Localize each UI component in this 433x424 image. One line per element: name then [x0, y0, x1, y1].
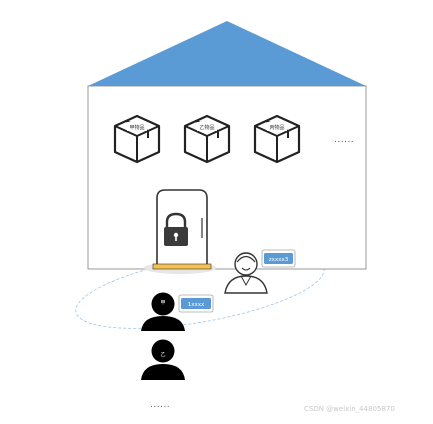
person-jia: 甲 1xxxx: [141, 292, 214, 331]
box-item: 丙物品: [253, 114, 301, 164]
person-yi: 乙: [141, 339, 185, 380]
lock-icon: [164, 212, 188, 246]
box-label: 丙物品: [269, 124, 284, 131]
person-icon: 甲: [141, 292, 185, 331]
person-tag-text: 1xxxx: [188, 302, 205, 308]
service-person: zxxxx3: [224, 249, 296, 294]
service-tag-text: zxxxx3: [269, 257, 289, 263]
box-item: 甲物品: [113, 114, 161, 164]
person-mark: 乙: [160, 351, 165, 358]
service-person-icon: [224, 252, 268, 294]
box-item: 乙物品: [183, 114, 231, 164]
source-credit: CSDN @weixin_44805870: [304, 405, 395, 413]
house-wall: [87, 85, 367, 270]
persons-ellipsis: ......: [150, 400, 170, 410]
service-tag: zxxxx3: [261, 249, 296, 268]
boxes-ellipsis: ......: [334, 135, 354, 145]
person-icon: 乙: [141, 339, 185, 380]
person-tag: 1xxxx: [178, 294, 214, 313]
house-roof: [88, 21, 366, 86]
box-label: 乙物品: [199, 124, 214, 131]
person-mark: 甲: [160, 300, 165, 306]
locked-door: [144, 189, 216, 274]
box-label: 甲物品: [129, 124, 144, 131]
